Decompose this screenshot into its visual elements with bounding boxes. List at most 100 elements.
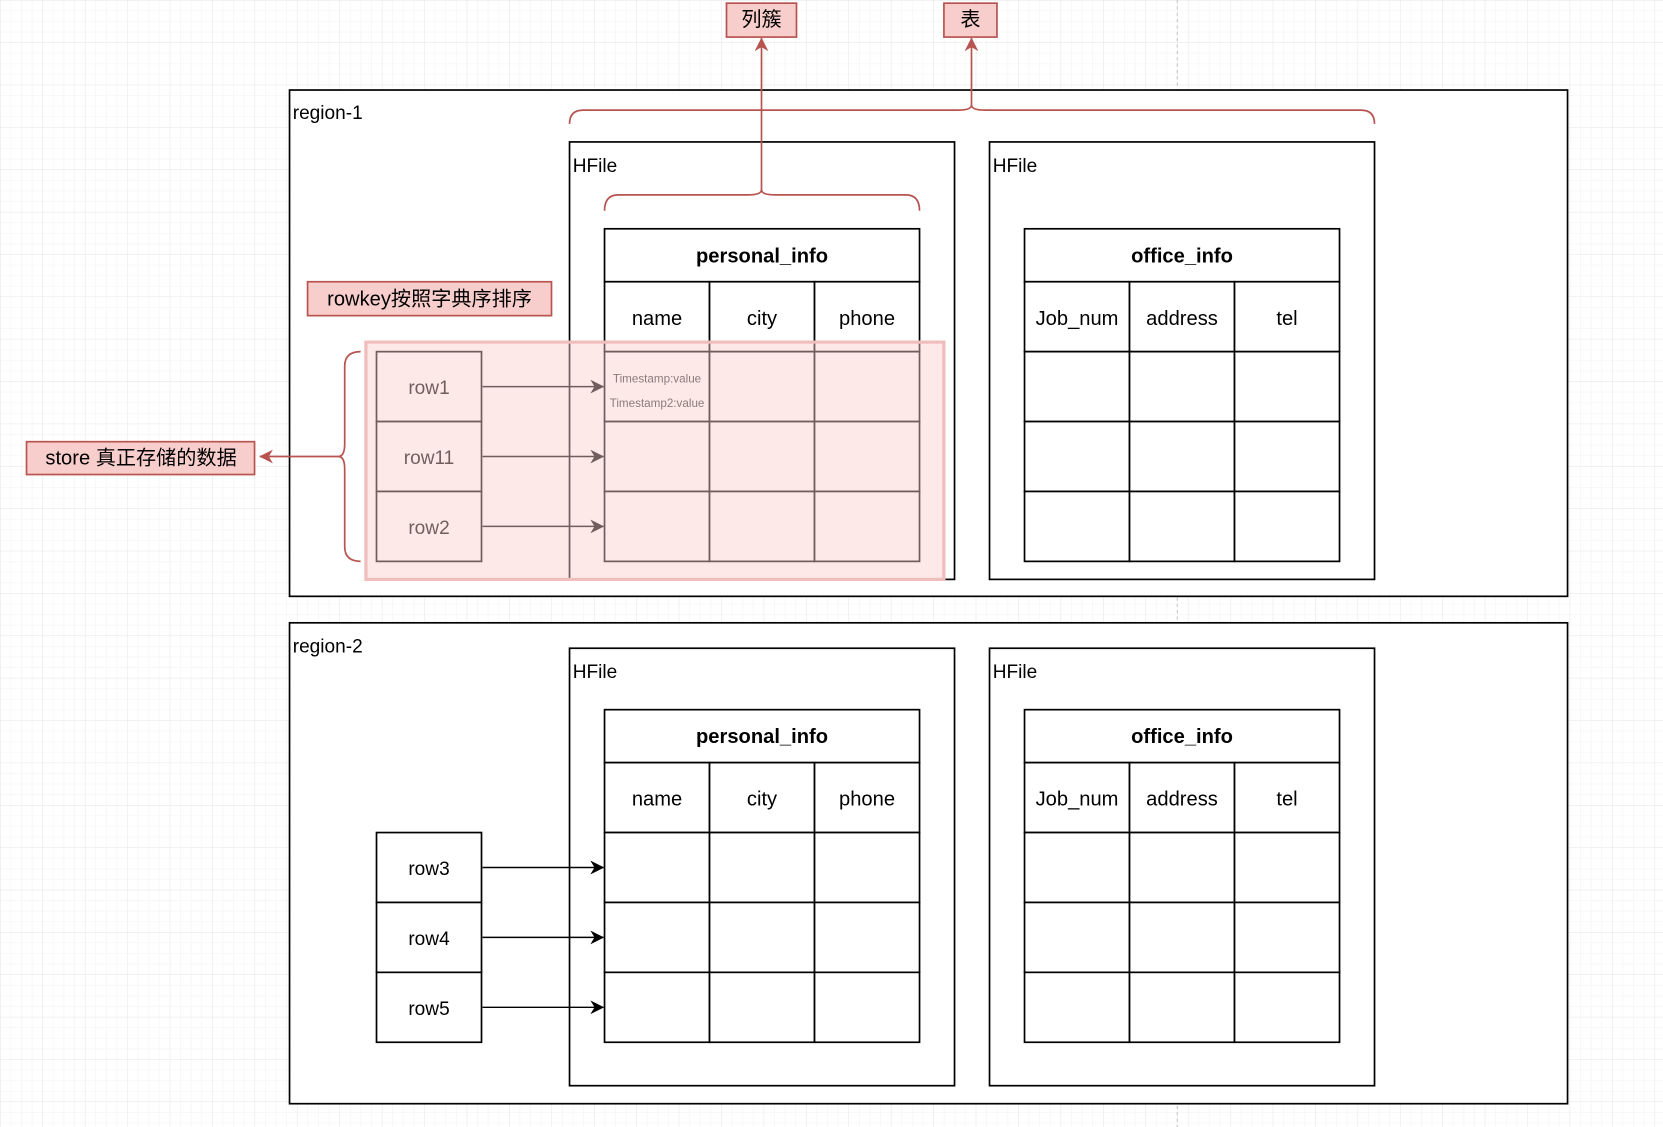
hfile-label: HFile bbox=[993, 662, 1038, 683]
table-cell[interactable] bbox=[708, 350, 816, 423]
region-2[interactable]: region-2 HFile personal_info name city p… bbox=[288, 621, 1569, 1105]
column-label: Job_num bbox=[1036, 789, 1119, 811]
table-cell[interactable] bbox=[1128, 971, 1236, 1044]
table-cell[interactable] bbox=[708, 971, 816, 1044]
table-cell[interactable] bbox=[708, 901, 816, 974]
table-title-cell[interactable] bbox=[1023, 227, 1341, 283]
table-cell[interactable] bbox=[603, 350, 711, 423]
cell-value: Timestamp:value bbox=[613, 373, 701, 386]
column-label: name bbox=[632, 308, 682, 330]
store-highlight[interactable] bbox=[364, 340, 946, 581]
rowkey-cell[interactable] bbox=[375, 971, 483, 1044]
table-cell[interactable] bbox=[1233, 831, 1341, 904]
column-label: phone bbox=[839, 789, 895, 811]
callout-box[interactable] bbox=[25, 440, 256, 476]
hfile-office-info[interactable]: HFile office_info Job_num address tel bbox=[988, 647, 1376, 1087]
column-family-title: office_info bbox=[1131, 245, 1233, 267]
table-cell[interactable] bbox=[1128, 350, 1236, 423]
table-cell[interactable] bbox=[1023, 831, 1131, 904]
table-body bbox=[603, 831, 921, 1044]
callout-box[interactable] bbox=[306, 280, 553, 317]
table-cell[interactable] bbox=[1233, 971, 1341, 1044]
column-header-cell[interactable] bbox=[1233, 761, 1341, 834]
hfile-personal-info[interactable]: HFile personal_info name city phone bbox=[568, 647, 956, 1087]
callout-label: 列簇 bbox=[741, 8, 781, 31]
personal-info-table[interactable]: personal_info name city phone bbox=[603, 227, 921, 563]
office-info-table[interactable]: office_info Job_num address tel bbox=[1023, 708, 1341, 1044]
rowkey-label: row11 bbox=[404, 448, 455, 469]
table-cell[interactable] bbox=[813, 901, 921, 974]
column-label: phone bbox=[839, 308, 895, 330]
hfile-label: HFile bbox=[573, 662, 618, 683]
column-family-title: personal_info bbox=[696, 245, 828, 267]
callout-label: rowkey按照字典序排序 bbox=[327, 288, 532, 311]
table-cell[interactable] bbox=[1128, 420, 1236, 493]
rowkey-cell[interactable] bbox=[375, 901, 483, 974]
table-title-cell[interactable] bbox=[603, 227, 921, 283]
table-title-cell[interactable] bbox=[603, 708, 921, 764]
column-header-cell[interactable] bbox=[1023, 761, 1131, 834]
hfile-label: HFile bbox=[573, 156, 618, 177]
table-cell[interactable] bbox=[813, 490, 921, 563]
table-cell[interactable] bbox=[603, 420, 711, 493]
rowkey-cell[interactable] bbox=[375, 490, 483, 563]
hfile-office-info[interactable]: HFile office_info Job_num address tel bbox=[988, 141, 1376, 581]
region-1[interactable]: region-1 HFile personal_info name city p… bbox=[288, 89, 1569, 598]
table-cell[interactable] bbox=[1128, 831, 1236, 904]
table-cell[interactable] bbox=[813, 971, 921, 1044]
table-body bbox=[1023, 831, 1341, 1044]
cell-value: Timestamp2:value bbox=[610, 397, 705, 410]
rowkey-label: row1 bbox=[408, 378, 449, 399]
table-cell[interactable] bbox=[1023, 971, 1131, 1044]
column-label: name bbox=[632, 789, 682, 811]
rowkey-cell[interactable] bbox=[375, 831, 483, 904]
personal-info-table[interactable]: personal_info name city phone bbox=[603, 708, 921, 1044]
table-cell[interactable] bbox=[1023, 350, 1131, 423]
table-cell[interactable] bbox=[813, 831, 921, 904]
callout-column-family[interactable]: 列簇 bbox=[725, 2, 798, 38]
region-label: region-2 bbox=[293, 637, 363, 658]
table-body bbox=[1023, 350, 1341, 563]
table-cell[interactable] bbox=[1233, 901, 1341, 974]
rowkey-column[interactable]: row1 row11 row2 bbox=[375, 350, 483, 563]
table-cell[interactable] bbox=[1233, 420, 1341, 493]
callout-box[interactable] bbox=[725, 2, 798, 38]
table-cell[interactable] bbox=[708, 490, 816, 563]
column-header-cell[interactable] bbox=[708, 280, 816, 353]
table-cell[interactable] bbox=[603, 971, 711, 1044]
rowkey-label: row2 bbox=[408, 518, 449, 539]
column-header-cell[interactable] bbox=[1023, 280, 1131, 353]
column-label: address bbox=[1146, 308, 1218, 330]
column-label: tel bbox=[1276, 789, 1297, 811]
column-family-title: office_info bbox=[1131, 726, 1233, 748]
table-cell[interactable] bbox=[1023, 420, 1131, 493]
table-cell[interactable] bbox=[813, 420, 921, 493]
callout-label: store 真正存储的数据 bbox=[45, 447, 236, 470]
callout-store[interactable]: store 真正存储的数据 bbox=[25, 440, 256, 476]
table-cell[interactable] bbox=[1023, 901, 1131, 974]
callout-box[interactable] bbox=[943, 2, 998, 38]
table-cell[interactable] bbox=[603, 901, 711, 974]
rowkey-label: row3 bbox=[408, 859, 449, 880]
rowkey-label: row4 bbox=[408, 929, 450, 950]
column-label: city bbox=[747, 789, 778, 811]
table-cell[interactable] bbox=[1128, 490, 1236, 563]
callout-label: 表 bbox=[960, 8, 980, 31]
column-label: city bbox=[747, 308, 778, 330]
table-cell[interactable] bbox=[1128, 901, 1236, 974]
table-cell[interactable] bbox=[1023, 490, 1131, 563]
column-header-cell[interactable] bbox=[813, 280, 921, 353]
callout-table[interactable]: 表 bbox=[943, 2, 998, 38]
rowkey-cell[interactable] bbox=[375, 350, 483, 423]
column-label: tel bbox=[1276, 308, 1297, 330]
callout-rowkey-sorted[interactable]: rowkey按照字典序排序 bbox=[306, 280, 553, 317]
table-cell[interactable] bbox=[708, 831, 816, 904]
column-header-cell[interactable] bbox=[813, 761, 921, 834]
office-info-table[interactable]: office_info Job_num address tel bbox=[1023, 227, 1341, 563]
table-cell[interactable] bbox=[1233, 350, 1341, 423]
rowkey-column[interactable]: row3 row4 row5 bbox=[375, 831, 483, 1044]
table-cell[interactable] bbox=[1233, 490, 1341, 563]
region-label: region-1 bbox=[293, 103, 363, 124]
table-cell[interactable] bbox=[603, 831, 711, 904]
